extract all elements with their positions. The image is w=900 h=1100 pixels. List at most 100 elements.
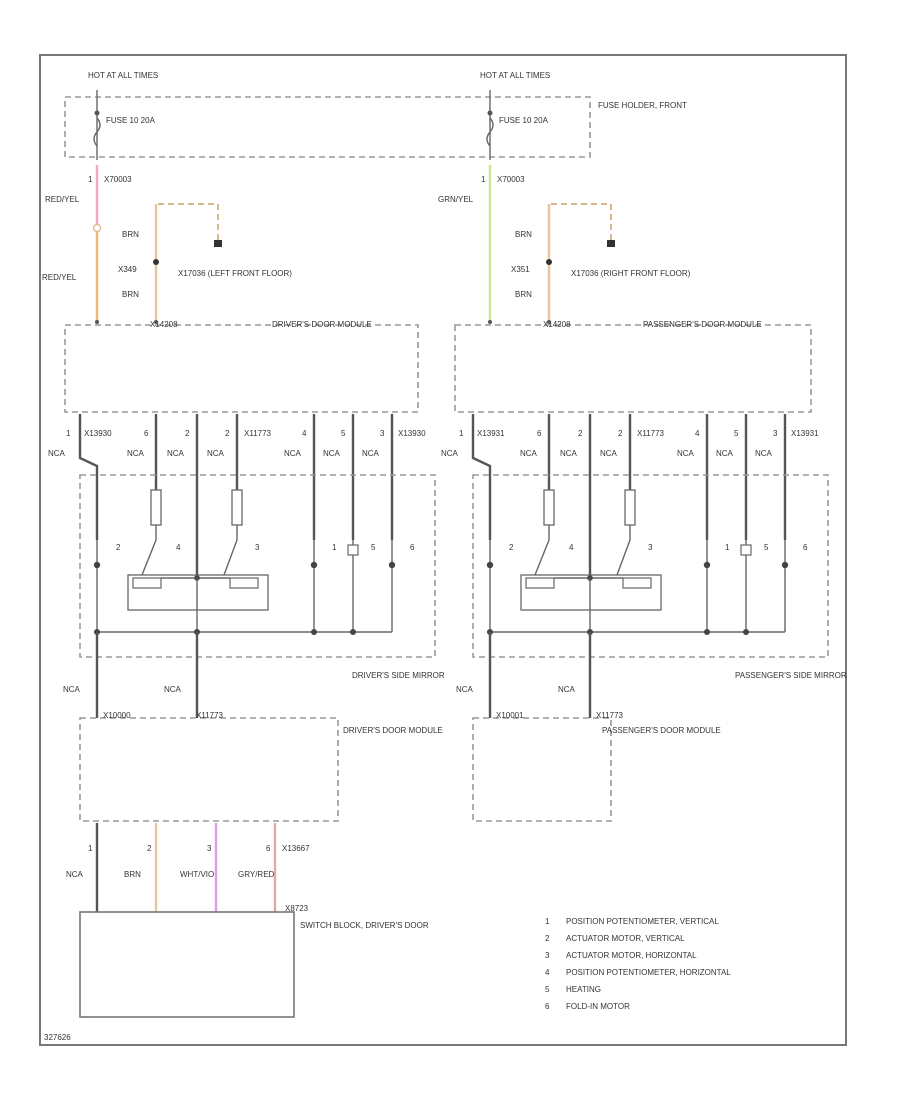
hot-label-right: HOT AT ALL TIMES (480, 71, 550, 80)
left-comp-e: 5 (371, 543, 376, 552)
left-comp-b: 4 (176, 543, 181, 552)
right-ground-splice: X351 (511, 265, 530, 274)
right-comp-b: 4 (569, 543, 574, 552)
left-pin-5: 4 (302, 429, 307, 438)
switch-pin-2: 2 (147, 844, 152, 853)
right-ground-bottom-wire: BRN (515, 290, 532, 299)
left-module-conn: X14208 (150, 320, 178, 329)
right-lower-module-box (472, 717, 612, 822)
fuse-conn-right: X70003 (497, 175, 525, 184)
legend: 1 POSITION POTENTIOMETER, VERTICAL 2 ACT… (545, 917, 731, 1011)
right-pin-3: 2 (578, 429, 583, 438)
right-pin-5: 4 (695, 429, 700, 438)
left-mirror-title: DRIVER'S SIDE MIRROR (352, 671, 445, 680)
right-conn-b: X11773 (637, 429, 665, 438)
left-ground-splice-dot (153, 259, 159, 265)
right-comp-e: 5 (764, 543, 769, 552)
switch-wire-label-3: WHT/VIO (180, 870, 214, 879)
left-ground-wire (155, 203, 219, 322)
left-potentiometer-1 (150, 489, 162, 526)
left-comp-d: 1 (332, 543, 337, 552)
hot-label-left: HOT AT ALL TIMES (88, 71, 158, 80)
legend-num-2: 2 (545, 934, 550, 943)
legend-text-6: FOLD-IN MOTOR (566, 1002, 630, 1011)
right-comp-d: 1 (725, 543, 730, 552)
left-lower-nca-b: NCA (164, 685, 182, 694)
right-pin-7: 3 (773, 429, 778, 438)
left-mirror-box (79, 474, 436, 658)
diagram-frame (39, 54, 847, 1046)
legend-text-4: POSITION POTENTIOMETER, HORIZONTAL (566, 968, 731, 977)
switch-conn-top: X13667 (282, 844, 310, 853)
right-lower-nca-b: NCA (558, 685, 576, 694)
fuse-left: FUSE 10 20A (93, 90, 156, 160)
right-pin-1: 1 (459, 429, 464, 438)
left-pin-7: 3 (380, 429, 385, 438)
right-module-title: PASSENGER'S DOOR MODULE (643, 320, 762, 329)
right-ground-splice-dot (546, 259, 552, 265)
left-pin-1: 1 (66, 429, 71, 438)
left-pin-3: 2 (185, 429, 190, 438)
right-ground-symbol (607, 240, 615, 247)
right-ground-wire (548, 203, 612, 322)
left-lower-module-box (79, 717, 339, 822)
fuse-pin-left: 1 (88, 175, 93, 184)
legend-text-1: POSITION POTENTIOMETER, VERTICAL (566, 917, 719, 926)
right-lower-conn-b: X11773 (596, 711, 624, 720)
switch-pin-1: 1 (88, 844, 93, 853)
legend-text-2: ACTUATOR MOTOR, VERTICAL (566, 934, 685, 943)
left-ground-top-wire: BRN (122, 230, 139, 239)
switch-conn: X8723 (285, 904, 309, 913)
right-nca-2: NCA (520, 449, 538, 458)
switch-pin-4: 6 (266, 844, 271, 853)
left-pin-6: 5 (341, 429, 346, 438)
right-feed-wire-label: GRN/YEL (438, 195, 474, 204)
left-lower-conn-b: X11773 (196, 711, 224, 720)
left-nca-6: NCA (323, 449, 341, 458)
left-motor-block (127, 574, 269, 611)
right-conn-a-2: X13931 (791, 429, 819, 438)
right-nca-4: NCA (600, 449, 618, 458)
left-lower-conn-a: X10000 (103, 711, 131, 720)
left-comp-a: 2 (116, 543, 121, 552)
switch-title: SWITCH BLOCK, DRIVER'S DOOR (300, 921, 429, 930)
left-feed-wire-top-label: RED/YEL (45, 195, 80, 204)
left-module-title: DRIVER'S DOOR MODULE (272, 320, 372, 329)
left-nca-1: NCA (48, 449, 66, 458)
left-potentiometer-2 (231, 489, 243, 526)
left-door-module-box (64, 324, 419, 413)
right-motor-block (520, 574, 662, 611)
figure-id: 327626 (44, 1033, 71, 1042)
left-nca-5: NCA (284, 449, 302, 458)
legend-num-6: 6 (545, 1002, 550, 1011)
legend-num-5: 5 (545, 985, 550, 994)
left-ground-bottom-wire: BRN (122, 290, 139, 299)
right-pin-4: 2 (618, 429, 623, 438)
left-comp-f: 6 (410, 543, 415, 552)
left-nca-7: NCA (362, 449, 380, 458)
switch-block-box (79, 911, 295, 1018)
legend-num-4: 4 (545, 968, 550, 977)
left-pin-4: 2 (225, 429, 230, 438)
fuse-conn-left: X70003 (104, 175, 132, 184)
left-nca-3: NCA (167, 449, 185, 458)
right-mirror-title: PASSENGER'S SIDE MIRROR (735, 671, 847, 680)
left-lower-title: DRIVER'S DOOR MODULE (343, 726, 443, 735)
fuse-left-label: FUSE 10 20A (106, 116, 156, 125)
right-potentiometer-2 (624, 489, 636, 526)
left-ground-label: X17036 (LEFT FRONT FLOOR) (178, 269, 292, 278)
right-comp-c: 3 (648, 543, 653, 552)
fuse-pin-right: 1 (481, 175, 486, 184)
left-mirror-section: 1 6 2 2 4 5 3 X13930 X11773 X13930 NCA N… (48, 414, 445, 718)
fuse-holder-label: FUSE HOLDER, FRONT (598, 101, 687, 110)
left-nca-2: NCA (127, 449, 145, 458)
right-ground-top-wire: BRN (515, 230, 532, 239)
right-mirror-section: 1 6 2 2 4 5 3 X13931 X11773 X13931 NCA N… (441, 414, 847, 718)
right-comp-f: 6 (803, 543, 808, 552)
right-nca-5: NCA (677, 449, 695, 458)
left-ground-symbol (214, 240, 222, 247)
right-pin-6: 5 (734, 429, 739, 438)
left-lower-nca-a: NCA (63, 685, 81, 694)
right-comp-a: 2 (509, 543, 514, 552)
